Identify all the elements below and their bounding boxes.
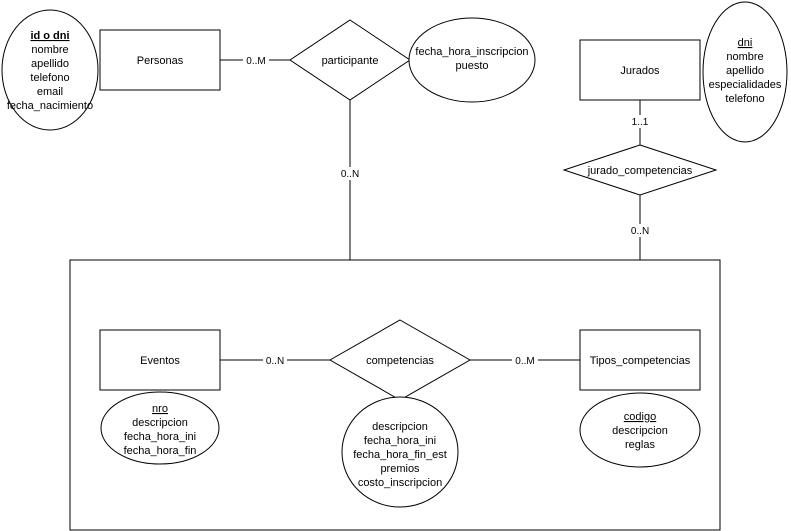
personas-entity-label: Personas: [137, 55, 184, 67]
jurado-competencias-relationship-label: jurado_competencias: [587, 165, 693, 177]
personas-attribute: fecha_nacimiento: [7, 100, 93, 112]
participante-relationship[interactable]: [289, 19, 411, 101]
competencias-attribute: fecha_hora_fin_est: [353, 449, 447, 461]
tipos-competencias-attribute: reglas: [625, 439, 655, 451]
jurados-key-attribute: dni: [738, 37, 753, 49]
participante-relationship-label: participante: [322, 55, 379, 67]
jurados-attribute: especialidades: [709, 79, 782, 91]
competencias-attribute: premios: [380, 463, 420, 475]
eventos-entity[interactable]: [99, 329, 221, 391]
participante-attribute: fecha_hora_inscripcion: [415, 46, 528, 58]
competencias-attribute: descripcion: [372, 421, 428, 433]
cardinality-background: [512, 354, 538, 367]
jurados-attribute: apellido: [726, 65, 764, 77]
participante-attributes-ellipse: [408, 17, 536, 103]
eventos-attribute: descripcion: [132, 417, 188, 429]
competencias-aggregation-box: [69, 259, 721, 531]
eventos-attribute: fecha_hora_fin: [124, 445, 197, 457]
personas-attribute: apellido: [31, 58, 69, 70]
personas-attribute: telefono: [30, 72, 69, 84]
jurados-entity-label: Jurados: [620, 65, 660, 77]
personas-attribute: nombre: [31, 44, 68, 56]
eventos-key-attribute: nro: [152, 403, 168, 415]
personas-attributes-ellipse: [1, 9, 99, 131]
cardinality-background: [629, 115, 651, 128]
cardinality-background: [263, 354, 287, 367]
tipos-competencias-key-attribute: codigo: [624, 411, 656, 423]
personas-participante-cardinality: 0..M: [246, 56, 265, 67]
cardinality-background: [243, 54, 269, 67]
tipos-competencias-entity-label: Tipos_competencias: [590, 355, 691, 367]
jurados-relationship-cardinality: 1..1: [632, 117, 649, 128]
eventos-attributes-ellipse: [100, 391, 220, 465]
participante-attribute: puesto: [455, 60, 488, 72]
eventos-entity-label: Eventos: [140, 355, 180, 367]
cardinality-background: [338, 167, 362, 180]
jurados-attributes-ellipse: [702, 1, 788, 143]
competencias-relationship-label: competencias: [366, 355, 434, 367]
competencias-tipos-cardinality: 0..M: [515, 356, 534, 367]
eventos-competencias-cardinality: 0..N: [266, 356, 284, 367]
personas-attribute: email: [37, 86, 63, 98]
personas-key-attribute: id o dni: [30, 30, 69, 42]
eventos-attribute: fecha_hora_ini: [124, 431, 196, 443]
jurados-attribute: telefono: [725, 93, 764, 105]
competencias-attribute: costo_inscripcion: [358, 477, 442, 489]
tipos-competencias-entity[interactable]: [579, 329, 701, 391]
jurados-attribute: nombre: [726, 51, 763, 63]
relationship-aggregate-cardinality: 0..N: [631, 226, 649, 237]
personas-entity[interactable]: [99, 29, 221, 91]
participante-aggregate-cardinality: 0..N: [341, 169, 359, 180]
competencias-attributes-ellipse: [341, 396, 459, 508]
tipos-competencias-attributes-ellipse: [579, 392, 701, 468]
jurados-entity[interactable]: [579, 39, 701, 101]
jurado-competencias-relationship[interactable]: [562, 144, 718, 196]
competencias-attribute: fecha_hora_ini: [364, 435, 436, 447]
cardinality-background: [628, 224, 652, 237]
tipos-competencias-attribute: descripcion: [612, 425, 668, 437]
